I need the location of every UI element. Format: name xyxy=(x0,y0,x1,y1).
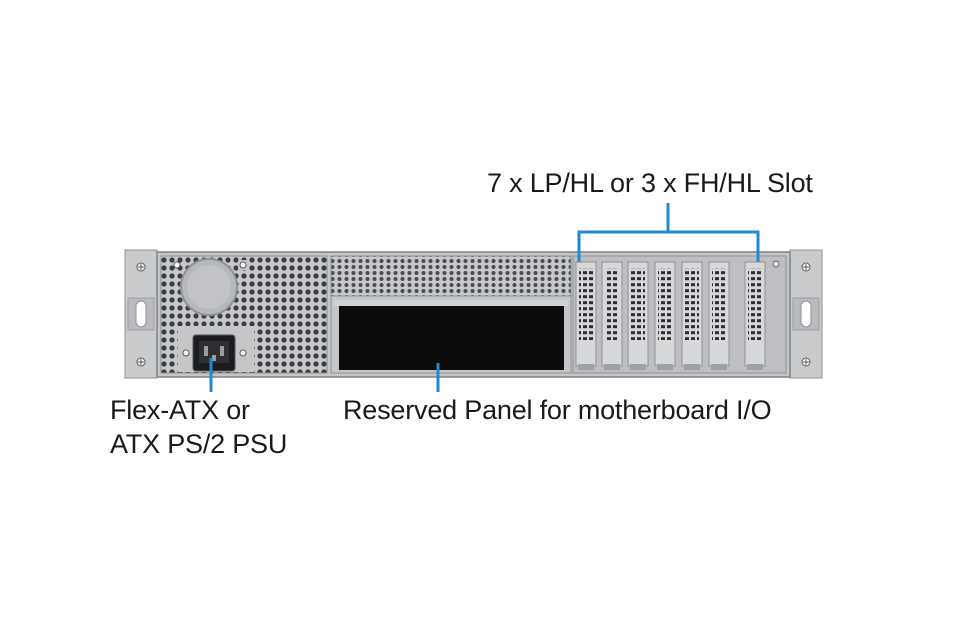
slot-bracket xyxy=(575,261,597,370)
psu-callout: Flex-ATX or ATX PS/2 PSU xyxy=(110,393,287,461)
slot-bracket xyxy=(708,261,730,370)
slot-bracket xyxy=(681,261,703,370)
psu-callout-line1: Flex-ATX or xyxy=(110,395,250,425)
io-section xyxy=(330,255,572,374)
slots-leader xyxy=(577,203,760,262)
slot-bracket xyxy=(627,261,649,370)
io-panel-callout: Reserved Panel for motherboard I/O xyxy=(343,395,772,425)
slots-callout: 7 x LP/HL or 3 x FH/HL Slot xyxy=(487,168,813,198)
reserved-io-panel xyxy=(339,306,564,370)
psu-callout-line2: ATX PS/2 PSU xyxy=(110,429,288,459)
slot-bracket xyxy=(601,261,623,370)
slot-bracket xyxy=(744,261,766,370)
slot-bracket xyxy=(654,261,676,370)
psu-bay xyxy=(160,255,328,374)
expansion-slots xyxy=(572,255,787,374)
